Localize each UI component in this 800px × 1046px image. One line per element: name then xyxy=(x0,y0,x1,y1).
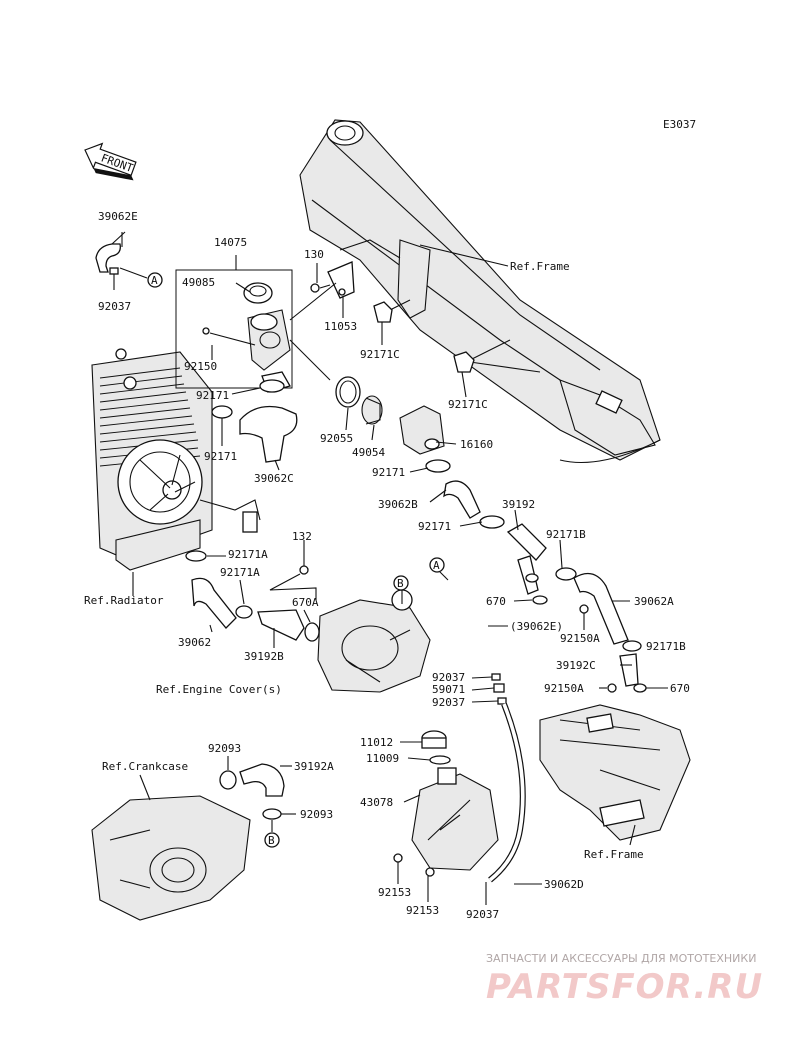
part-label: 16160 xyxy=(460,438,493,451)
hose-39062c-drawing xyxy=(211,379,298,463)
part-label: 130 xyxy=(304,248,324,261)
part-label: 39062C xyxy=(254,472,294,485)
part-label: 92037 xyxy=(432,696,465,709)
part-label: 92171 xyxy=(418,520,451,533)
hose-39062d-drawing xyxy=(488,702,526,883)
part-label: 59071 xyxy=(432,683,465,696)
part-label: 670 xyxy=(486,595,506,608)
part-label: 49054 xyxy=(352,446,385,459)
frame-bottom-drawing xyxy=(539,704,691,841)
part-label: 92171A xyxy=(228,548,268,561)
hose-39062e-long-drawing xyxy=(445,574,500,677)
part-label: 39062 xyxy=(178,636,211,649)
thermostat-49054-drawing xyxy=(335,376,383,425)
housing-16160-drawing xyxy=(399,405,445,455)
part-label: 39192A xyxy=(294,760,334,773)
engine-cover-drawing xyxy=(317,589,431,693)
ref-engine-cover: Ref.Engine Cover(s) xyxy=(156,683,282,696)
hose-39062b-drawing xyxy=(425,459,505,529)
part-label: 92055 xyxy=(320,432,353,445)
part-label: 49085 xyxy=(182,276,215,289)
part-label: 39192C xyxy=(556,659,596,672)
part-label: 92093 xyxy=(208,742,241,755)
part-label: 14075 xyxy=(214,236,247,249)
ref-frame-bottom: Ref.Frame xyxy=(584,848,644,861)
hose-39062a-drawing xyxy=(555,567,629,645)
watermark-brand: PARTSFOR.RU xyxy=(486,967,763,1007)
front-arrow-icon: FRONT xyxy=(84,142,137,181)
callout-a-mid: A xyxy=(429,557,445,573)
callout-b-bottom-label: B xyxy=(268,834,275,847)
bracket-11053-drawing xyxy=(310,261,355,299)
part-label: 11009 xyxy=(366,752,399,765)
part-label: 92171 xyxy=(372,466,405,479)
fitting-39192b-drawing xyxy=(257,609,320,642)
reservoir-tank-drawing xyxy=(393,730,499,877)
ref-frame-top: Ref.Frame xyxy=(510,260,570,273)
part-label: 670 xyxy=(670,682,690,695)
part-label: 39192 xyxy=(502,498,535,511)
watermark-caption: ЗАПЧАСТИ И АКСЕССУАРЫ ДЛЯ МОТОТЕХНИКИ xyxy=(486,952,756,965)
part-label: 92150A xyxy=(560,632,600,645)
part-label: 132 xyxy=(292,530,312,543)
part-label: 43078 xyxy=(360,796,393,809)
part-label: 92171 xyxy=(204,450,237,463)
bolt-132-drawing xyxy=(299,565,309,575)
part-label: 92153 xyxy=(406,904,439,917)
crankcase-drawing xyxy=(91,795,251,921)
part-label: 39192B xyxy=(244,650,284,663)
ref-crankcase: Ref.Crankcase xyxy=(102,760,188,773)
part-label: 92093 xyxy=(300,808,333,821)
fitting-39192-drawing xyxy=(506,523,547,595)
part-label: 92037 xyxy=(98,300,131,313)
part-label: 92150 xyxy=(184,360,217,373)
callout-a-top-label: A xyxy=(151,274,158,287)
clamp-92171c-drawing xyxy=(373,301,475,373)
part-label: 92171A xyxy=(220,566,260,579)
part-label: 92037 xyxy=(432,671,465,684)
elbow-39192a-drawing xyxy=(219,763,285,820)
valve-59071-drawing xyxy=(491,673,507,705)
part-label: (39062E) xyxy=(510,620,563,633)
callout-b-top: B xyxy=(393,575,409,591)
callout-b-top-label: B xyxy=(397,577,404,590)
part-label: 92171C xyxy=(448,398,488,411)
part-label: 670A xyxy=(292,596,319,609)
part-label: 92037 xyxy=(466,908,499,921)
part-label: 92171B xyxy=(646,640,686,653)
frame-top-drawing xyxy=(299,119,661,464)
part-label: 39062A xyxy=(634,595,674,608)
part-label: 39062E xyxy=(98,210,138,223)
callout-a-top: A xyxy=(147,272,163,288)
part-label: 92171 xyxy=(196,389,229,402)
part-label: 92171C xyxy=(360,348,400,361)
part-label: 92171B xyxy=(546,528,586,541)
part-label: 92150A xyxy=(544,682,584,695)
radiator-drawing xyxy=(91,348,261,571)
part-label: 92153 xyxy=(378,886,411,899)
part-label: 39062B xyxy=(378,498,418,511)
hose-39062-drawing xyxy=(185,550,253,629)
part-label: 39062D xyxy=(544,878,584,891)
hose-39062e-drawing xyxy=(95,231,126,275)
ref-radiator: Ref.Radiator xyxy=(84,594,164,607)
bolt-92150a-drawing xyxy=(579,604,589,614)
callout-a-mid-label: A xyxy=(433,559,440,572)
part-label: 11012 xyxy=(360,736,393,749)
diagram-code: E3037 xyxy=(663,118,696,131)
part-label: 11053 xyxy=(324,320,357,333)
fitting-39192c-drawing xyxy=(607,640,647,693)
ring-670-drawing xyxy=(532,595,548,605)
callout-b-bottom: B xyxy=(264,832,280,848)
